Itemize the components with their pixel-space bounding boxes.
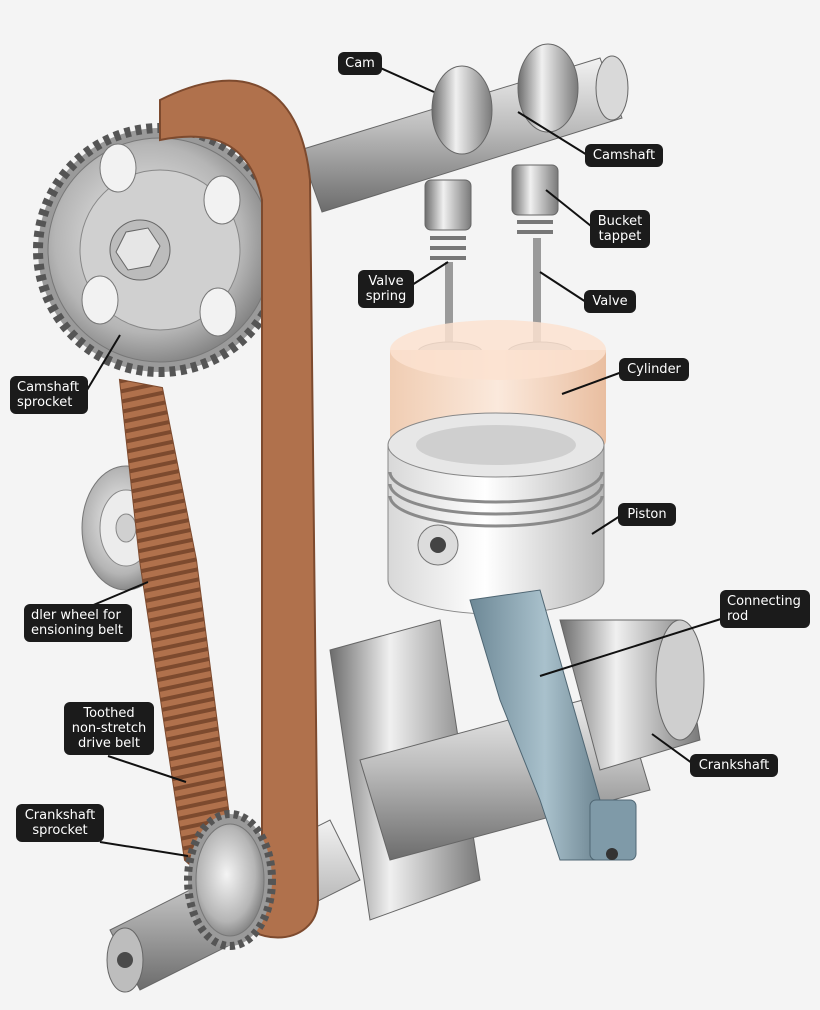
label-piston: Piston — [618, 503, 676, 526]
label-bucket-tappet: Bucket tappet — [590, 210, 650, 248]
camshaft-sprocket-drawing — [33, 123, 287, 377]
label-cylinder: Cylinder — [619, 358, 689, 381]
label-camshaft: Camshaft — [585, 144, 663, 167]
piston-drawing — [387, 412, 605, 615]
crankshaft-sprocket-drawing — [184, 810, 276, 950]
label-idler-wheel: dler wheel for ensioning belt — [24, 604, 132, 642]
label-connecting-rod: Connecting rod — [720, 590, 810, 628]
connecting-rod-drawing — [469, 589, 637, 861]
label-crankshaft: Crankshaft — [690, 754, 778, 777]
label-crankshaft-sprocket: Crankshaft sprocket — [16, 804, 104, 842]
label-camshaft-sprocket: Camshaft sprocket — [10, 376, 88, 414]
label-cam: Cam — [338, 52, 382, 75]
label-toothed-belt: Toothed non-stretch drive belt — [64, 702, 154, 755]
label-valve: Valve — [584, 290, 636, 313]
camshaft-drawing — [299, 43, 629, 213]
leader-lines — [71, 65, 725, 857]
label-valve-spring: Valve spring — [358, 270, 414, 308]
